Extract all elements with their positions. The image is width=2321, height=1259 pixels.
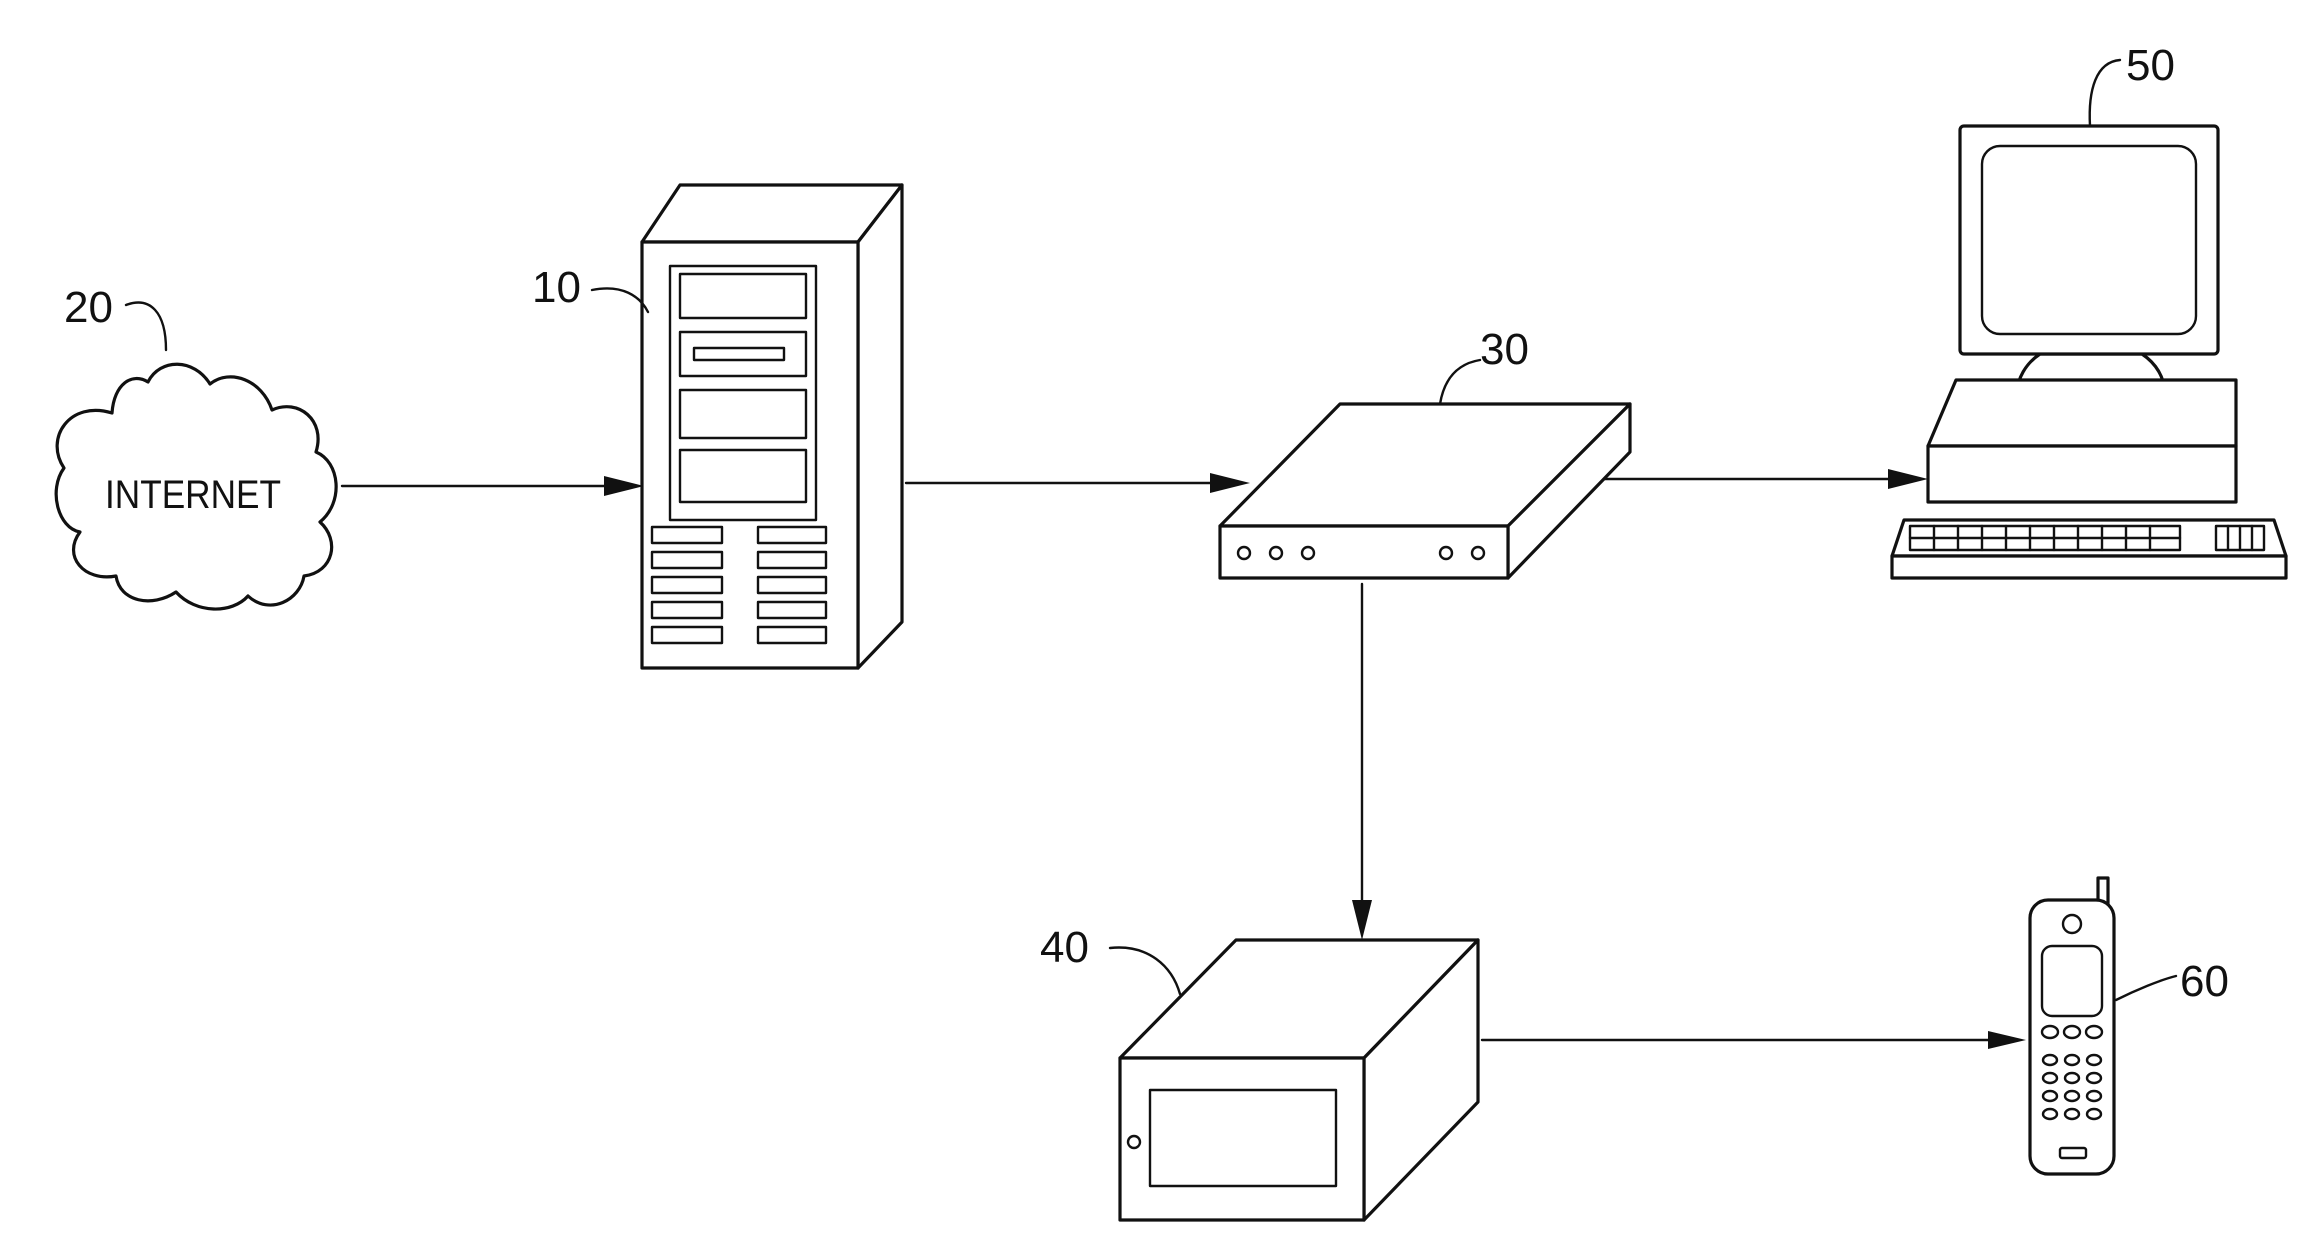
internet-label: INTERNET (105, 473, 281, 517)
set-top-box-leader-line (1110, 948, 1180, 994)
server-node: 10 (532, 185, 902, 668)
desktop-computer-icon (1892, 126, 2286, 578)
mobile-phone-icon (2030, 878, 2114, 1174)
set-top-box-ref-number: 40 (1040, 923, 1089, 972)
internet-ref-number: 20 (64, 283, 113, 332)
server-tower-icon (642, 185, 902, 668)
connector-server-to-router (906, 473, 1250, 493)
server-ref-number: 10 (532, 263, 581, 312)
computer-leader-line (2090, 60, 2120, 126)
router-leader-line (1440, 360, 1480, 404)
phone-node: 60 (2030, 878, 2229, 1174)
set-top-box-node: 40 (1040, 923, 1478, 1220)
phone-ref-number: 60 (2180, 957, 2229, 1006)
internet-node: INTERNET 20 (56, 283, 336, 609)
server-leader-line (592, 288, 648, 312)
router-ref-number: 30 (1480, 325, 1529, 374)
computer-ref-number: 50 (2126, 41, 2175, 90)
connector-set-top-box-to-phone (1482, 1031, 2026, 1049)
router-icon (1220, 404, 1630, 578)
computer-node: 50 (1892, 41, 2286, 578)
internet-leader-line (126, 303, 166, 350)
router-node: 30 (1220, 325, 1630, 578)
phone-leader-line (2116, 976, 2176, 1000)
connector-router-to-set-top-box (1352, 584, 1372, 940)
connector-internet-to-server (342, 476, 644, 496)
connector-router-to-computer (1602, 469, 1928, 489)
set-top-box-icon (1120, 940, 1478, 1220)
